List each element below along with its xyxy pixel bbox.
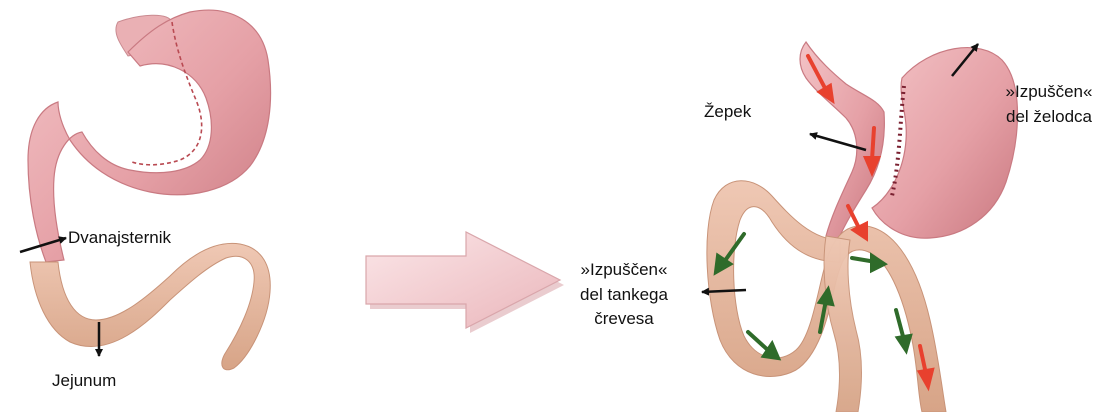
transition-arrow [366, 232, 564, 333]
bypassed-intestine-label-line1: »Izpuščen« [560, 258, 688, 283]
normal-anatomy-illustration [20, 10, 271, 370]
bypassed-stomach-label-line1: »Izpuščen« [994, 80, 1104, 105]
bypassed-intestine-label: »Izpuščen« del tankega črevesa [560, 258, 688, 332]
juice-arrow-5-head [898, 336, 910, 350]
bypassed-intestine-label-line2: del tankega [560, 283, 688, 308]
duodenum-label: Dvanajsternik [68, 226, 171, 251]
jejunum-label: Jejunum [52, 369, 116, 394]
bypassed-stomach-shape [872, 48, 1018, 239]
bypassed-stomach-label: »Izpuščen« del želodca [994, 80, 1104, 129]
normal-stomach-shape [28, 10, 271, 262]
bypassed-stomach-label-line2: del želodca [994, 105, 1104, 130]
pouch-label: Žepek [704, 100, 751, 125]
small-intestine-shape [30, 243, 270, 369]
transition-arrow-body [366, 232, 560, 328]
food-arrow-2 [872, 128, 874, 160]
bypassed-intestine-pointer-arrow [702, 290, 746, 292]
roux-limb-shape [824, 236, 861, 412]
bypass-anatomy-illustration [702, 42, 1018, 412]
bypassed-intestine-label-line3: črevesa [560, 307, 688, 332]
